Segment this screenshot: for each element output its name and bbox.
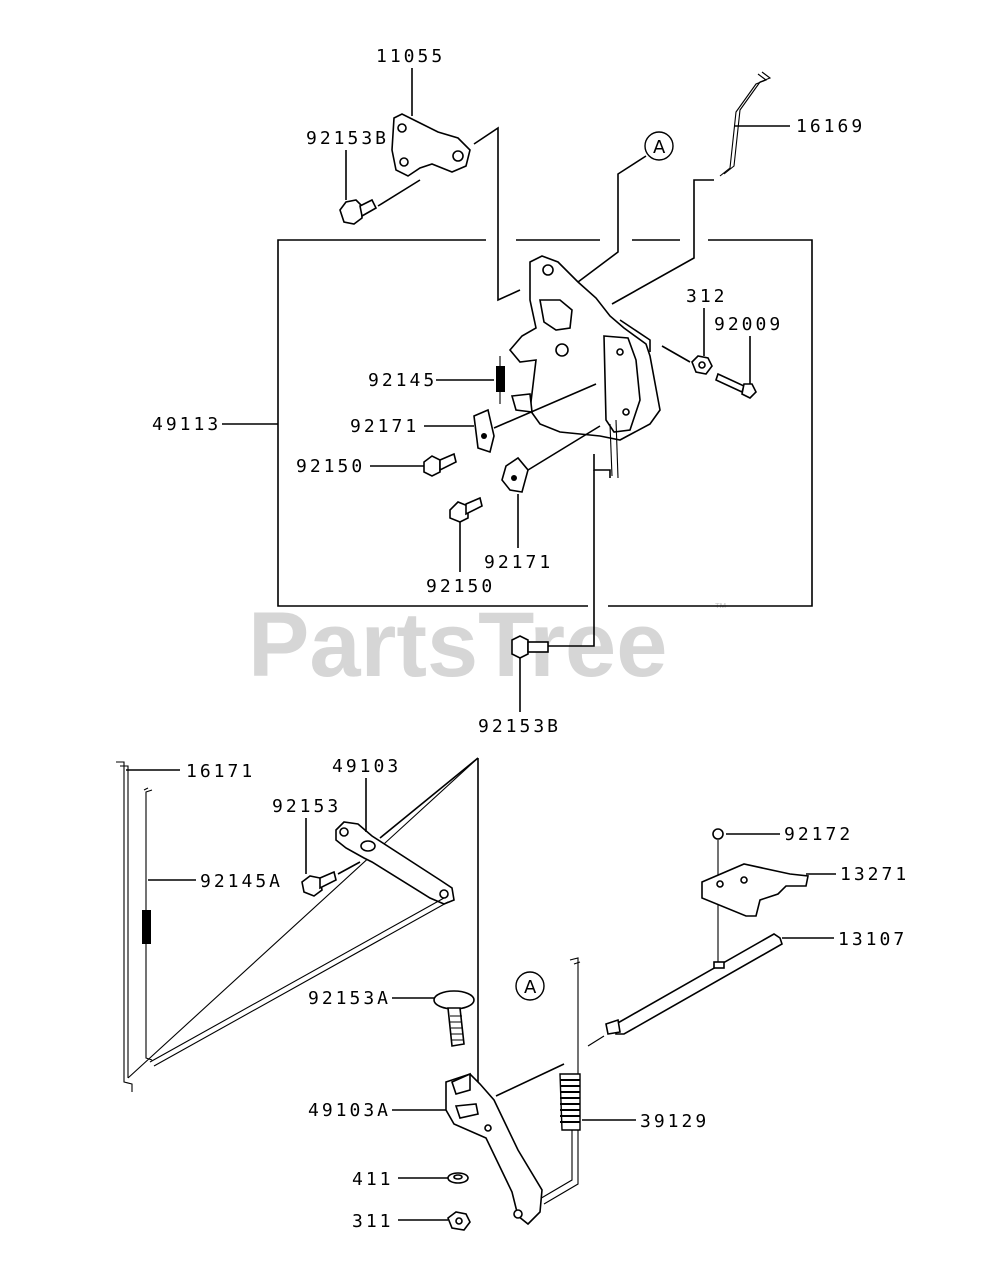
label-49103A: 49103A [308, 1100, 391, 1121]
part-49103A-lever[interactable] [445, 1072, 543, 1226]
label-13271: 13271 [840, 864, 909, 885]
part-312-nut[interactable] [691, 355, 713, 375]
label-92009: 92009 [714, 314, 783, 335]
label-49113: 49113 [152, 414, 221, 435]
part-13271-plate[interactable] [701, 863, 809, 917]
label-92171-a: 92171 [350, 416, 419, 437]
callout-a-bottom: A [515, 971, 545, 1001]
part-13107-shaft[interactable] [605, 933, 783, 1035]
part-92153B-bolt-bottom[interactable] [511, 635, 549, 659]
part-411-washer[interactable] [447, 1172, 469, 1184]
part-92150-bolt-b[interactable] [449, 496, 483, 523]
label-11055: 11055 [376, 46, 445, 67]
assembly-box-49113 [277, 239, 813, 607]
label-92153B-bottom: 92153B [478, 716, 561, 737]
label-411: 411 [352, 1169, 394, 1190]
part-92153B-bolt-top[interactable] [339, 198, 378, 225]
label-16171: 16171 [186, 761, 255, 782]
label-311: 311 [352, 1211, 394, 1232]
label-92153A: 92153A [308, 988, 391, 1009]
label-92145A: 92145A [200, 871, 283, 892]
part-311-nut[interactable] [447, 1211, 471, 1231]
part-92171-clamp-a[interactable] [473, 408, 495, 454]
label-39129: 39129 [640, 1111, 709, 1132]
part-49103-lever[interactable] [149, 821, 455, 1067]
label-49103: 49103 [332, 756, 401, 777]
part-92153A-bolt[interactable] [433, 990, 475, 1047]
part-49113-bracket[interactable] [508, 255, 661, 479]
part-92171-clamp-b[interactable] [501, 456, 529, 493]
label-92171-b: 92171 [484, 552, 553, 573]
label-92153: 92153 [272, 796, 341, 817]
label-13107: 13107 [838, 929, 907, 950]
label-92172: 92172 [784, 824, 853, 845]
part-92145-spring[interactable] [496, 356, 505, 404]
part-92145A-spring-rod[interactable] [142, 787, 153, 1061]
callout-a-top-letter: A [653, 137, 666, 158]
part-92150-bolt-a[interactable] [423, 452, 457, 477]
label-92145: 92145 [368, 370, 437, 391]
part-16171-rod[interactable] [116, 757, 479, 1092]
label-92150-a: 92150 [296, 456, 365, 477]
part-92009-bolt[interactable] [715, 372, 757, 399]
label-92153B-top: 92153B [306, 128, 389, 149]
part-11055-plate[interactable] [391, 113, 471, 177]
part-92172-screw[interactable] [712, 828, 724, 852]
label-92150-b: 92150 [426, 576, 495, 597]
label-16169: 16169 [796, 116, 865, 137]
watermark-trademark: ™ [714, 600, 727, 615]
part-39129-spring[interactable] [537, 957, 581, 1205]
callout-a-bottom-letter: A [524, 977, 537, 998]
label-312: 312 [686, 286, 728, 307]
part-16169-rod[interactable] [719, 71, 772, 177]
part-92153-bolt[interactable] [301, 870, 337, 897]
callout-a-top: A [644, 131, 674, 161]
watermark-brand: PartsTree [248, 594, 667, 696]
